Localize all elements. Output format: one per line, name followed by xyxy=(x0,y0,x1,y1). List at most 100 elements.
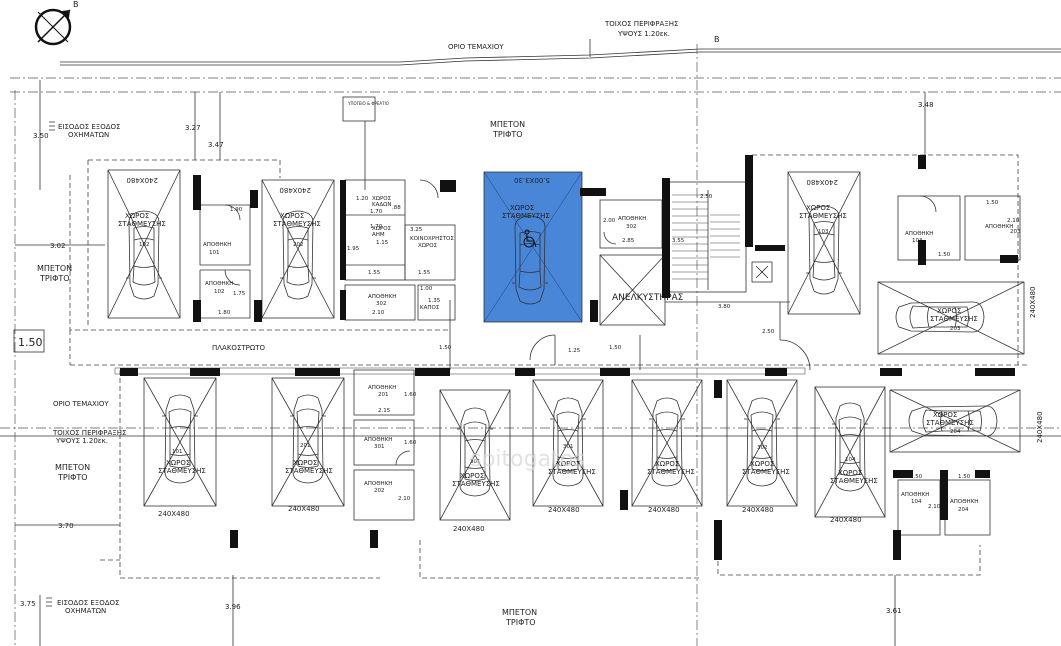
dim-370: 3.70 xyxy=(58,522,74,530)
svg-text:101: 101 xyxy=(209,250,220,256)
svg-text:.88: .88 xyxy=(392,205,401,211)
svg-text:ΑΠΟΘΗΚΗ: ΑΠΟΘΗΚΗ xyxy=(368,294,396,300)
kapos-room: 1.00 ΚΑΠΟΣ 1.35 xyxy=(417,284,456,321)
svg-text:204: 204 xyxy=(958,507,969,513)
top-wall-label-1: ΤΟΙΧΟΣ ΠΕΡΙΦΡΑΞΗΣ xyxy=(604,20,678,28)
svg-text:202: 202 xyxy=(374,488,385,494)
svg-text:ΧΩΡΟΣ: ΧΩΡΟΣ xyxy=(838,469,862,477)
parking-space-unnumbered: ΧΩΡΟΣ ΣΤΑΘΜΕΥΣΗΣ 240X480 xyxy=(631,379,703,514)
svg-text:1.00: 1.00 xyxy=(420,286,433,292)
parking-space-301b: 301 ΧΩΡΟΣ ΣΤΑΘΜΕΥΣΗΣ 240X480 xyxy=(532,379,604,514)
svg-text:ΣΤΑΘΜΕΥΣΗΣ: ΣΤΑΘΜΕΥΣΗΣ xyxy=(118,220,166,228)
north-label: Β xyxy=(73,0,79,9)
svg-text:240X480: 240X480 xyxy=(126,176,158,184)
svg-text:ΑΠΟΘΗΚΗ: ΑΠΟΘΗΚΗ xyxy=(905,231,933,237)
structural-walls xyxy=(120,155,1018,560)
svg-text:ΣΤΑΘΜΕΥΣΗΣ: ΣΤΑΘΜΕΥΣΗΣ xyxy=(799,212,847,220)
dim-250b: 2.50 xyxy=(762,329,775,335)
svg-text:ΧΩΡΟΣ: ΧΩΡΟΣ xyxy=(280,212,304,220)
svg-text:2.50: 2.50 xyxy=(700,194,713,200)
storage-104: ΑΠΟΘΗΚΗ 104 1.50 2.10 xyxy=(897,474,941,536)
svg-text:ΑΝΕΛΚΥΣΤΗΡΑΣ: ΑΝΕΛΚΥΣΤΗΡΑΣ xyxy=(612,293,684,303)
top-plot-limit: ΟΡΙΟ ΤΕΜΑΧΙΟΥ xyxy=(448,43,504,51)
svg-text:ΣΤΑΘΜΕΥΣΗΣ: ΣΤΑΘΜΕΥΣΗΣ xyxy=(930,315,978,323)
entry-label-bottom: ΕΙΣΟΔΟΣ ΕΞΟΔΟΣ ΟΧΗΜΑΤΩΝ xyxy=(46,597,119,615)
dim-327: 3.27 xyxy=(185,124,201,132)
north-arrow-icon: Β xyxy=(34,0,79,46)
svg-text:ΑΠΟΘΗΚΗ: ΑΠΟΘΗΚΗ xyxy=(950,499,978,505)
svg-text:2.10: 2.10 xyxy=(372,310,385,316)
watermark: spitogatos xyxy=(470,447,585,472)
svg-text:ΧΩΡΟΣ: ΧΩΡΟΣ xyxy=(556,460,580,468)
svg-text:1.60: 1.60 xyxy=(404,392,417,398)
svg-text:1.75: 1.75 xyxy=(233,291,246,297)
svg-text:ΧΩΡΟΣ: ΧΩΡΟΣ xyxy=(750,460,774,468)
svg-text:ΣΤΑΘΜΕΥΣΗΣ: ΣΤΑΘΜΕΥΣΗΣ xyxy=(502,212,550,220)
grid-b-label: Β xyxy=(714,35,720,44)
svg-text:ΧΩΡΟΣ: ΧΩΡΟΣ xyxy=(655,460,679,468)
svg-text:ΣΤΑΘΜΕΥΣΗΣ: ΣΤΑΘΜΕΥΣΗΣ xyxy=(926,419,974,427)
svg-text:ΕΙΣΟΔΟΣ ΕΞΟΔΟΣ: ΕΙΣΟΔΟΣ ΕΞΟΔΟΣ xyxy=(57,599,119,607)
svg-text:204: 204 xyxy=(950,429,961,435)
parking-space-302: 302 ΧΩΡΟΣ ΣΤΑΘΜΕΥΣΗΣ 240X480 xyxy=(726,379,798,514)
svg-text:ΧΩΡΟΣ: ΧΩΡΟΣ xyxy=(510,204,534,212)
svg-text:103: 103 xyxy=(818,229,829,235)
svg-text:ΟΧΗΜΑΤΩΝ: ΟΧΗΜΑΤΩΝ xyxy=(68,131,109,139)
svg-text:240X480: 240X480 xyxy=(158,510,190,518)
svg-text:ΧΩΡΟΣ: ΧΩΡΟΣ xyxy=(937,307,961,315)
center-concrete-2: ΤΡΙΦΤΟ xyxy=(492,130,523,139)
top-wall-label-2: ΥΨΟΥΣ 1.20εκ. xyxy=(617,30,670,38)
svg-text:ΣΤΑΘΜΕΥΣΗΣ: ΣΤΑΘΜΕΥΣΗΣ xyxy=(830,477,878,485)
svg-text:302: 302 xyxy=(626,224,637,230)
svg-text:1.15: 1.15 xyxy=(376,240,389,246)
svg-text:1.70: 1.70 xyxy=(370,224,383,230)
common-room: ΚΟΙΝΟΧΡΗΣΤΟΣ ΧΩΡΟΣ 3.25 1.55 xyxy=(404,179,456,281)
svg-text:ΧΩΡΟΣ: ΧΩΡΟΣ xyxy=(293,459,317,467)
perimeter-wall-inner xyxy=(60,51,1061,66)
svg-text:ΑΠΟΘΗΚΗ: ΑΠΟΘΗΚΗ xyxy=(901,492,929,498)
svg-text:301: 301 xyxy=(563,444,574,450)
left-plot-limit: ΟΡΙΟ ΤΕΜΑΧΙΟΥ xyxy=(53,400,109,408)
lower-block-outline-left xyxy=(119,370,380,579)
perimeter-wall xyxy=(60,48,1061,63)
svg-text:2.10: 2.10 xyxy=(928,504,941,510)
svg-text:202: 202 xyxy=(293,242,304,248)
svg-text:ΣΤΑΘΜΕΥΣΗΣ: ΣΤΑΘΜΕΥΣΗΣ xyxy=(548,468,596,476)
storage-204: ΑΠΟΘΗΚΗ 204 1.50 xyxy=(944,474,991,536)
parking-space-203: ΧΩΡΟΣ ΣΤΑΘΜΕΥΣΗΣ 203 240X480 xyxy=(877,281,1037,355)
bins-room: ΧΩΡΟΣ ΚΑΔΩΝ ΧΩΡΟΣ ΑΗΜ 1.20 1.70 1.70 1.9… xyxy=(344,179,406,281)
svg-text:240X480: 240X480 xyxy=(742,506,774,514)
svg-text:1.55: 1.55 xyxy=(418,270,431,276)
svg-text:ΣΤΑΘΜΕΥΣΗΣ: ΣΤΑΘΜΕΥΣΗΣ xyxy=(647,468,695,476)
dim-150: 1.50 xyxy=(18,336,43,349)
svg-text:ΣΤΑΘΜΕΥΣΗΣ: ΣΤΑΘΜΕΥΣΗΣ xyxy=(452,480,500,488)
pit-box: ΥΠΟΓΕΙΟ & ΦΡΕΑΤΙΟ xyxy=(342,96,389,122)
svg-text:1.50: 1.50 xyxy=(910,474,923,480)
svg-text:201: 201 xyxy=(300,443,311,449)
storage-201: ΑΠΟΘΗΚΗ 201 1.60 2.15 xyxy=(353,369,417,416)
svg-text:ΕΙΣΟΔΟΣ ΕΞΟΔΟΣ: ΕΙΣΟΔΟΣ ΕΞΟΔΟΣ xyxy=(58,123,120,131)
storage-203: ΑΠΟΘΗΚΗ 203 1.50 2.10 xyxy=(964,195,1021,261)
storage-302: ΑΠΟΘΗΚΗ 302 2.00 2.85 xyxy=(599,199,663,249)
svg-text:240X480: 240X480 xyxy=(288,505,320,513)
storage-202: ΑΠΟΘΗΚΗ 202 2.10 xyxy=(353,469,415,521)
svg-text:1.50: 1.50 xyxy=(938,252,951,258)
dim-150-box xyxy=(13,329,45,353)
svg-text:240X480: 240X480 xyxy=(830,516,862,524)
left-wall-1: ΤΟΙΧΟΣ ΠΕΡΙΦΡΑΞΗΣ xyxy=(52,429,126,437)
door-arc-center xyxy=(529,334,556,361)
elevator-shaft: ΑΝΕΛΚΥΣΤΗΡΑΣ xyxy=(599,254,684,326)
svg-text:240X480: 240X480 xyxy=(279,186,311,194)
svg-text:ΧΩΡΟΣ: ΧΩΡΟΣ xyxy=(933,411,957,419)
svg-text:3.55: 3.55 xyxy=(672,238,685,244)
svg-text:ΑΠΟΘΗΚΗ: ΑΠΟΘΗΚΗ xyxy=(985,224,1013,230)
svg-text:ΚΑΔΩΝ: ΚΑΔΩΝ xyxy=(372,202,391,208)
svg-text:1.55: 1.55 xyxy=(368,270,381,276)
left-wall-2: ΥΨΟΥΣ 1.20εκ. xyxy=(55,437,108,445)
svg-text:240X480: 240X480 xyxy=(806,178,838,186)
svg-text:203: 203 xyxy=(950,326,961,332)
svg-text:ΧΩΡΟΣ: ΧΩΡΟΣ xyxy=(460,472,484,480)
storage-301: ΑΠΟΘΗΚΗ 301 1.60 xyxy=(353,419,417,466)
left-concrete2-1: ΜΠΕΤΟΝ xyxy=(55,463,90,472)
storage-101: ΑΠΟΘΗΚΗ 101 1.90 xyxy=(199,204,251,266)
